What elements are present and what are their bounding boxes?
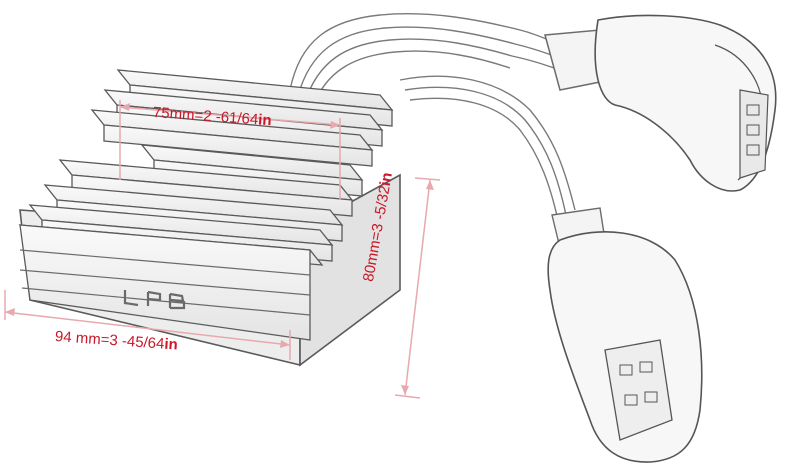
front-face-details	[19, 249, 311, 316]
upper-wire-bundle	[289, 12, 581, 109]
lower-wire-bundle	[399, 75, 576, 221]
brand-logo	[123, 290, 186, 310]
lower-connector	[547, 207, 703, 463]
dimension-lines	[4, 100, 441, 399]
heatsink-fins	[18, 69, 394, 341]
upper-connector	[544, 14, 777, 192]
dimension-arrows	[5, 103, 434, 395]
